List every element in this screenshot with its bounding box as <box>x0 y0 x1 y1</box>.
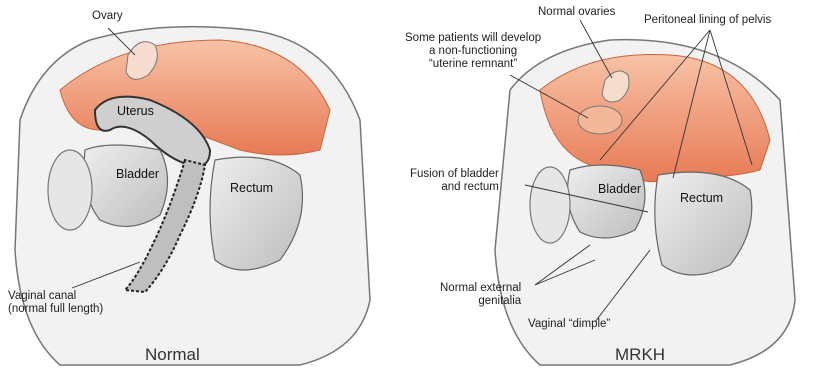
external-label-line1: Normal external <box>440 282 521 295</box>
mrkh-caption: MRKH <box>615 345 665 365</box>
vaginal-canal-label-line1: Vaginal canal <box>8 290 103 303</box>
uterine-remnant-label: Some patients will develop a non-functio… <box>405 32 541 71</box>
remnant-label-line3: “uterine remnant” <box>405 58 541 71</box>
ovary-label: Ovary <box>92 10 123 23</box>
normal-anatomy-panel: Ovary Uterus Bladder Rectum Vaginal cana… <box>0 0 380 372</box>
bladder-label: Bladder <box>598 183 641 196</box>
uterine-remnant-shape <box>578 106 622 134</box>
fusion-label: Fusion of bladder and rectum <box>410 168 499 194</box>
bladder-label: Bladder <box>116 168 159 181</box>
pubic-bone <box>48 150 92 230</box>
rectum-label: Rectum <box>680 192 723 205</box>
remnant-label-line2: a non-functioning <box>405 45 541 58</box>
fusion-label-line2: and rectum <box>410 181 499 194</box>
normal-caption: Normal <box>145 345 200 365</box>
normal-ovaries-label: Normal ovaries <box>538 6 615 19</box>
external-genitalia-label: Normal external genitalia <box>440 282 521 308</box>
vaginal-canal-label: Vaginal canal (normal full length) <box>8 290 103 316</box>
fusion-label-line1: Fusion of bladder <box>410 168 499 181</box>
normal-anatomy-illustration <box>0 0 380 372</box>
rectum-label: Rectum <box>230 182 273 195</box>
remnant-label-line1: Some patients will develop <box>405 32 541 45</box>
uterus-label: Uterus <box>117 105 154 118</box>
vaginal-dimple-label: Vaginal “dimple” <box>528 318 610 331</box>
bladder-shape <box>84 145 168 226</box>
vaginal-canal-label-line2: (normal full length) <box>8 303 103 316</box>
external-label-line2: genitalia <box>440 295 521 308</box>
bladder-shape <box>568 165 645 238</box>
peritoneal-lining-label: Peritoneal lining of pelvis <box>644 14 771 27</box>
mrkh-anatomy-panel: Normal ovaries Peritoneal lining of pelv… <box>390 0 819 372</box>
pubic-bone <box>530 167 570 243</box>
